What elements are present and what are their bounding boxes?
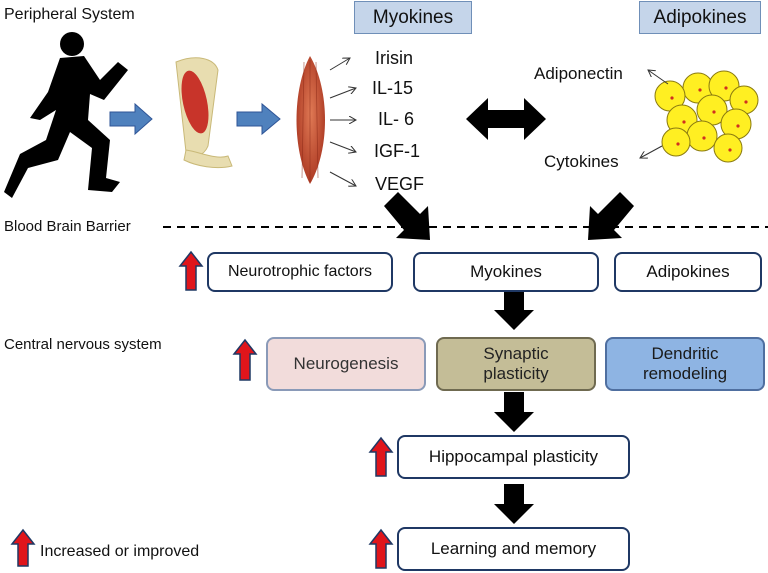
dendritic-line-1: Dendritic	[651, 344, 719, 363]
cytokines-label: Cytokines	[544, 152, 619, 171]
myokine-item: IL- 6	[378, 109, 415, 129]
arm-muscle-icon	[175, 57, 233, 169]
central-nervous-system-label: Central nervous system	[4, 336, 162, 353]
neurogenesis-box: Neurogenesis	[266, 337, 426, 391]
adipokines-box: Adipokines	[614, 252, 762, 292]
down-arrow-icon	[494, 292, 534, 330]
down-left-arrow-icon	[588, 192, 634, 240]
double-arrow-icon	[466, 98, 546, 140]
synaptic-plasticity-box: Synaptic plasticity	[436, 337, 596, 391]
legend-text: Increased or improved	[40, 543, 200, 560]
dendritic-remodeling-box: Dendritic remodeling	[605, 337, 765, 391]
synaptic-line-2: plasticity	[483, 364, 549, 383]
myokine-item: Irisin	[375, 48, 414, 68]
myokine-item: IGF-1	[374, 141, 421, 161]
blood-brain-barrier-label: Blood Brain Barrier	[4, 218, 131, 235]
up-arrow-icon	[232, 338, 258, 381]
adiponectin-label: Adiponectin	[534, 64, 623, 83]
dendritic-line-2: remodeling	[642, 364, 728, 383]
synaptic-line-1: Synaptic	[483, 344, 549, 363]
up-arrow-icon	[10, 528, 36, 567]
fat-cells-icon	[654, 70, 759, 163]
blue-arrow-icon	[109, 102, 153, 136]
adipokines-header: Adipokines	[639, 1, 761, 34]
blue-arrow-icon	[236, 102, 281, 136]
myokines-box: Myokines	[413, 252, 599, 292]
down-right-arrow-icon	[384, 192, 430, 240]
muscle-icon	[296, 56, 325, 184]
up-arrow-icon	[178, 250, 204, 291]
down-arrow-icon	[494, 484, 534, 524]
hippocampal-plasticity-box: Hippocampal plasticity	[397, 435, 630, 479]
myokines-header: Myokines	[354, 1, 472, 34]
down-arrow-icon	[494, 392, 534, 432]
runner-silhouette-icon	[4, 32, 128, 198]
myokine-pointer-arrows	[329, 58, 356, 186]
peripheral-system-label: Peripheral System	[4, 6, 135, 23]
neurotrophic-factors-box: Neurotrophic factors	[207, 252, 393, 292]
myokine-item: VEGF	[375, 174, 425, 194]
learning-memory-box: Learning and memory	[397, 527, 630, 571]
up-arrow-icon	[368, 436, 394, 477]
up-arrow-icon	[368, 528, 394, 569]
myokine-item: IL-15	[372, 78, 414, 98]
